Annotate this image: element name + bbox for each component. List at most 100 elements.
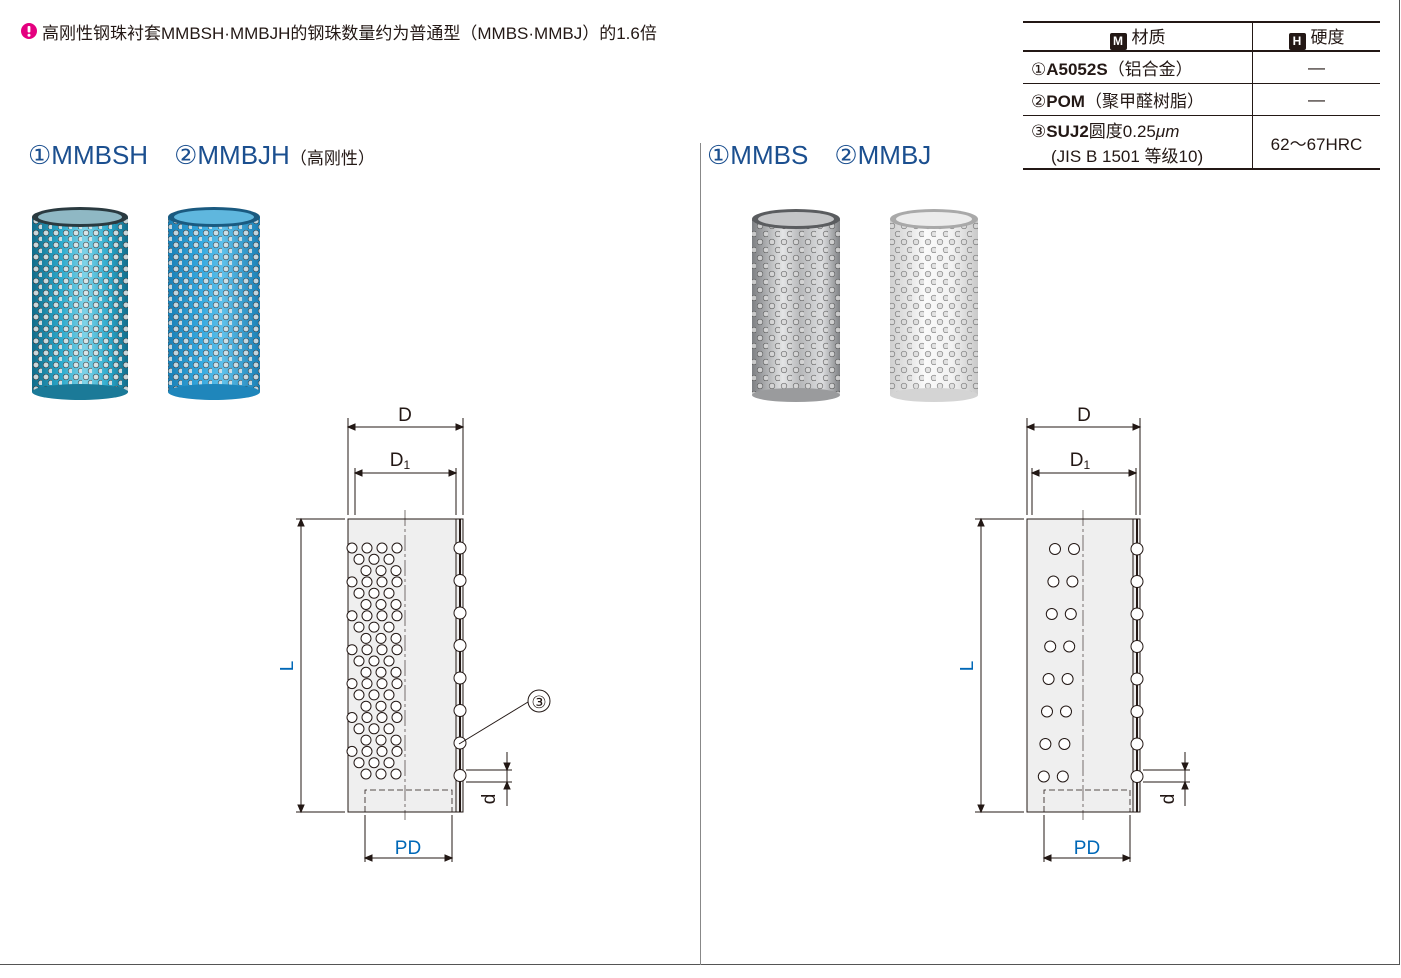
label-ball-d: d <box>1158 794 1179 805</box>
ball-hole <box>1041 705 1053 718</box>
dimension-d <box>1025 418 1142 515</box>
ball-hole <box>360 734 372 746</box>
ball-hole <box>391 542 403 554</box>
product-images-standard <box>752 209 978 402</box>
heading-item-mmbs: ①MMBS <box>707 140 809 170</box>
ball-hole <box>375 632 387 644</box>
ball-hole <box>346 745 358 757</box>
ball-hole <box>353 587 365 599</box>
ball-hole <box>383 621 395 633</box>
mmbs-photo <box>752 209 840 402</box>
hardness-cell: 62～67HRC <box>1252 115 1380 170</box>
hardness-header-label: 硬度 <box>1310 28 1345 47</box>
dimension-pd <box>363 815 454 862</box>
ball-hole <box>390 565 402 577</box>
mmbsh-photo <box>32 207 128 400</box>
ball-hole <box>391 712 403 723</box>
ball-hole <box>361 610 373 622</box>
ball-hole <box>1063 640 1076 653</box>
ball-hole <box>368 655 380 667</box>
ball-hole <box>346 542 358 554</box>
heading-suffix: （高刚性） <box>289 149 375 168</box>
ball-hole <box>383 723 395 735</box>
dimension-d <box>346 418 465 515</box>
drawing-standard: D D1 PD L d <box>960 405 1190 862</box>
ball-hole <box>390 666 402 678</box>
ball <box>453 639 467 652</box>
heading-item-mmbjh: ②MMBJH <box>174 140 290 170</box>
material-icon: M <box>1109 33 1127 50</box>
ball-column <box>453 541 467 782</box>
ball-hole <box>360 666 372 678</box>
info-pin-icon <box>21 22 37 39</box>
ball-hole <box>1066 575 1079 588</box>
hardness-icon: H <box>1288 33 1306 50</box>
ball <box>453 541 467 555</box>
ball <box>453 671 467 685</box>
table-row: ②POM（聚甲醛树脂） — <box>1023 83 1380 116</box>
material-desc: （聚甲醛树脂） <box>1084 92 1204 111</box>
material-desc: （铝合金） <box>1107 60 1193 79</box>
ball-hole <box>1044 640 1057 653</box>
ball-hole <box>353 757 365 769</box>
row-number: ③ <box>1031 122 1047 141</box>
ball-hole <box>1045 608 1058 620</box>
table-row: ③SUJ2圆度0.25μm (JIS B 1501 等级10) 62～67HRC <box>1023 115 1380 170</box>
ball-hole <box>391 745 403 757</box>
ball-hole <box>391 610 403 622</box>
ball-hole <box>390 700 402 712</box>
ball <box>1130 575 1144 588</box>
ball-hole <box>375 700 387 712</box>
ball-hole <box>375 599 387 610</box>
ball-hole <box>368 689 380 701</box>
heading-standard: ①MMBS ②MMBJ <box>707 140 931 171</box>
ball-hole <box>1058 738 1071 750</box>
label-d1: D1 <box>1070 450 1091 472</box>
ball <box>453 769 467 782</box>
label-pd: PD <box>1074 838 1100 859</box>
material-cell: ②POM（聚甲醛树脂） <box>1023 83 1253 116</box>
dimension-d1 <box>353 468 458 515</box>
note-line: 高刚性钢珠衬套MMBSH·MMBJH的钢珠数量约为普通型（MMBS·MMBJ）的… <box>20 19 657 44</box>
product-images-high-rigidity <box>32 207 260 400</box>
row-number: ② <box>1031 92 1047 111</box>
drawing-high-rigidity: D D1 PD L d ③ <box>280 405 551 862</box>
table-row: ①A5052S（铝合金） — <box>1023 51 1380 84</box>
ball-hole <box>390 599 402 610</box>
ball-hole <box>375 565 387 577</box>
section-divider <box>700 143 701 965</box>
ball <box>1130 640 1144 653</box>
ball-hole <box>361 712 373 723</box>
ball-hole <box>375 768 387 780</box>
heading-item-mmbj: ②MMBJ <box>834 140 932 170</box>
ball-hole <box>391 678 403 690</box>
ball-hole <box>368 621 380 633</box>
ball-hole <box>390 768 402 780</box>
label-d: D <box>398 405 412 426</box>
dimension-pd <box>1042 815 1132 862</box>
ball <box>1130 770 1144 783</box>
ball-hole <box>353 621 365 633</box>
ball-hole <box>361 644 373 656</box>
callout-leader <box>458 701 529 745</box>
ball-holes <box>346 542 403 780</box>
ball-hole <box>1047 575 1060 588</box>
ball-hole <box>390 734 402 746</box>
ball-hole <box>375 734 387 746</box>
ball-hole <box>346 712 358 723</box>
mmbjh-photo <box>168 207 260 400</box>
ball-hole <box>1060 705 1072 718</box>
label-l: L <box>960 661 978 672</box>
ball-hole <box>360 599 372 610</box>
ball <box>453 574 467 587</box>
pd-hidden-line <box>1043 789 1131 812</box>
material-code: POM <box>1046 92 1085 111</box>
pd-hidden-line <box>364 789 453 812</box>
ball-hole <box>1061 673 1074 685</box>
dimension-d1 <box>1030 468 1138 515</box>
ball-holes <box>1037 543 1080 783</box>
